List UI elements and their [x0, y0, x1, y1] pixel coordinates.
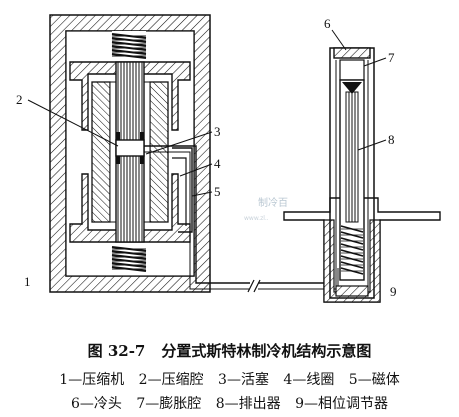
phase-regulator-spring	[340, 225, 364, 275]
caption-title: 分置式斯特林制冷机结构示意图	[161, 342, 372, 360]
callout-4: 4	[214, 156, 221, 171]
legend-item: 4—线圈	[283, 372, 335, 388]
legend-item: 1—压缩机	[59, 372, 125, 388]
expander	[283, 47, 441, 303]
caption-number: 图 32-7	[87, 342, 146, 360]
callout-5: 5	[214, 184, 221, 199]
legend-item: 7—膨胀腔	[136, 396, 202, 412]
compression-chamber	[115, 139, 145, 157]
callout-1: 1	[24, 274, 31, 289]
callout-8: 8	[388, 132, 395, 147]
legend-line-2: 6—冷头 7—膨胀腔 8—排出器 9—相位调节器	[0, 393, 459, 413]
cold-head	[333, 47, 371, 59]
stirling-cooler-diagram: 1 2 3 4 5 6 7 8 9 制冷百 www.zl..	[16, 14, 441, 303]
callout-7: 7	[388, 50, 395, 65]
callout-3: 3	[214, 124, 221, 139]
legend-line-1: 1—压缩机 2—压缩腔 3—活塞 4—线圈 5—磁体	[0, 369, 459, 389]
legend-item: 6—冷头	[70, 396, 122, 412]
callout-2: 2	[16, 92, 23, 107]
upper-magnet-frame	[69, 61, 191, 131]
legend-item: 3—活塞	[218, 372, 269, 388]
legend-item: 9—相位调节器	[295, 396, 389, 412]
watermark-url: www.zl..	[244, 215, 269, 222]
watermark: 制冷百	[258, 196, 288, 209]
compressor	[49, 14, 211, 293]
legend-item: 8—排出器	[215, 396, 281, 412]
expansion-chamber	[339, 59, 365, 81]
callout-9: 9	[390, 284, 397, 299]
legend-item: 5—磁体	[348, 372, 400, 388]
upper-spring	[111, 31, 147, 61]
coil-left	[91, 81, 111, 223]
callout-6: 6	[324, 16, 331, 31]
leader-lines	[27, 29, 387, 197]
legend-item: 2—压缩腔	[138, 372, 204, 388]
figure-caption: 图 32-7 分置式斯特林制冷机结构示意图	[0, 340, 459, 361]
lower-spring	[111, 244, 147, 274]
